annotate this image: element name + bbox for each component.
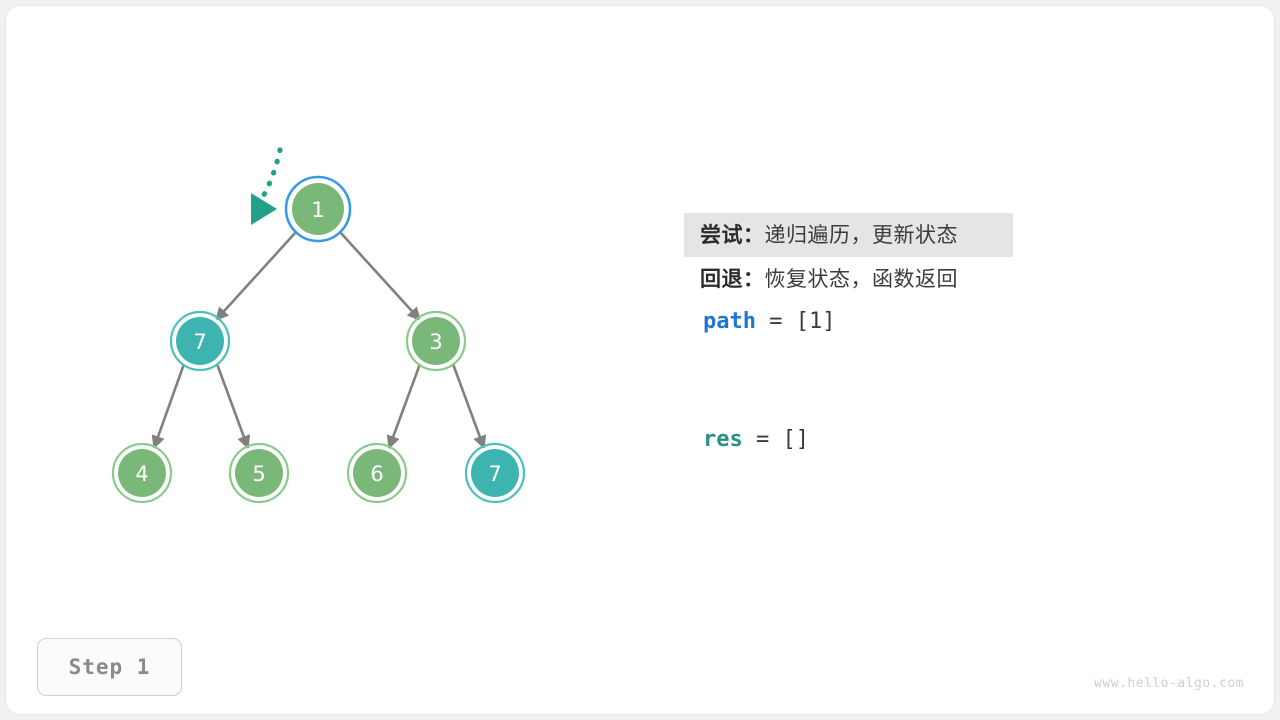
tree-nodes: 1 7 3 4 [111,175,526,504]
tree-node-6-label: 6 [370,462,383,486]
res-variable-value: = [] [742,426,809,452]
tree-node-6[interactable]: 6 [346,442,408,504]
traversal-pointer-icon [251,147,283,225]
backtrack-phase-term: 回退： [700,266,765,291]
try-phase-text: 递归遍历，更新状态 [764,222,958,247]
try-phase-line: 尝试：递归遍历，更新状态 [684,213,1013,257]
path-state-line: path = [1] [684,301,1244,341]
algorithm-state-panel: 尝试：递归遍历，更新状态 回退：恢复状态，函数返回 path = [1] res… [684,213,1244,459]
site-watermark: www.hello-algo.com [1094,676,1244,691]
tree-node-7-left-label: 7 [193,330,206,354]
tree-edges [151,231,487,450]
edge-left-to-n4 [151,363,186,450]
tree-node-1[interactable]: 1 [284,175,352,243]
panel-spacer [684,341,1244,419]
res-variable-name: res [703,426,743,452]
tree-node-3[interactable]: 3 [405,310,467,372]
edge-right-to-n7 [451,363,487,450]
tree-node-7-right-label: 7 [488,462,501,486]
tree-node-7-right[interactable]: 7 [464,442,526,504]
backtrack-phase-line: 回退：恢复状态，函数返回 [684,257,1244,301]
tree-node-4-label: 4 [135,462,148,486]
path-variable-name: path [703,308,756,334]
tree-node-7-left[interactable]: 7 [169,310,231,372]
backtrack-phase-text: 恢复状态，函数返回 [764,266,958,291]
edge-root-to-right [339,231,421,322]
tree-node-1-label: 1 [311,198,324,222]
step-badge-label: Step 1 [68,655,151,679]
edge-right-to-n6 [386,363,422,450]
tree-node-5[interactable]: 5 [228,442,290,504]
path-variable-value: = [1] [755,308,836,334]
tree-node-3-label: 3 [429,330,442,354]
try-phase-term: 尝试： [700,222,765,247]
res-state-line: res = [] [684,419,1244,459]
edge-left-to-n5 [215,363,251,450]
step-badge: Step 1 [37,638,182,696]
edge-root-to-left [215,231,297,322]
tree-node-5-label: 5 [252,462,265,486]
tree-node-4[interactable]: 4 [111,442,173,504]
